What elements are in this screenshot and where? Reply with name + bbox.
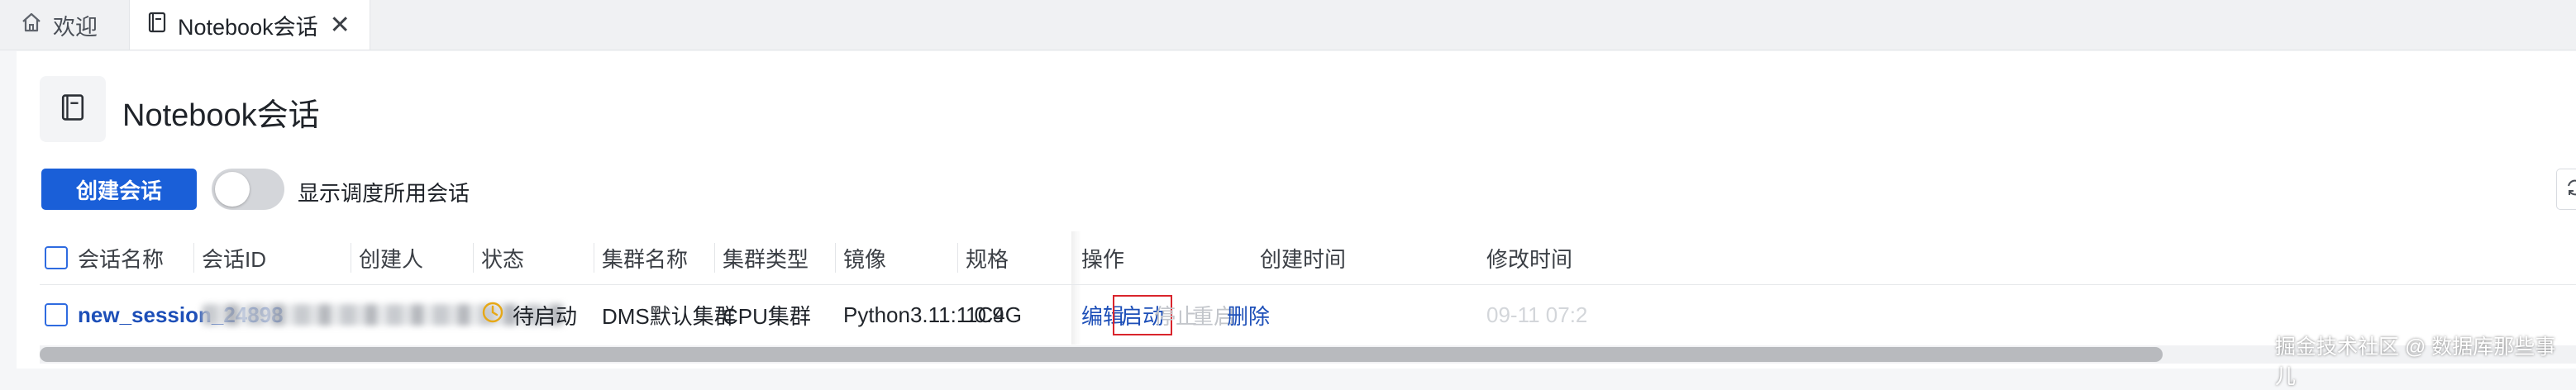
- column-separator: [473, 243, 474, 273]
- status-text: 待启动: [513, 300, 577, 331]
- show-scheduled-sessions-toggle[interactable]: [212, 169, 284, 210]
- close-icon[interactable]: ✕: [330, 11, 351, 40]
- horizontal-scrollbar[interactable]: [40, 345, 2576, 364]
- tab-notebook-sessions[interactable]: Notebook会话 ✕: [129, 0, 370, 50]
- status-cell: 待启动: [481, 285, 577, 345]
- tab-bar: 欢迎 Notebook会话 ✕: [0, 0, 2576, 50]
- notebook-icon: [59, 92, 87, 127]
- watermark: 掘金技术社区 @ 数据库那些事儿: [2275, 331, 2576, 390]
- refresh-button[interactable]: [2556, 169, 2576, 210]
- page-title: Notebook会话: [122, 89, 320, 135]
- column-header-image[interactable]: 镜像: [843, 231, 886, 284]
- column-header-actions: 操作: [1081, 231, 1124, 284]
- table-row: new_session_24898 待启动 DMS默认集群 CPU集群 Pyth…: [40, 285, 2576, 345]
- select-all-cell: [45, 231, 68, 284]
- modified-time-cell: 09-11 07:2: [1486, 285, 1587, 345]
- cluster-type-cell: CPU集群: [723, 285, 811, 345]
- column-separator: [714, 243, 715, 273]
- refresh-icon: [2564, 177, 2576, 202]
- spec-cell: 1C4G: [966, 285, 1022, 345]
- row-select-cell: [45, 285, 68, 345]
- table-header: 会话名称 会话ID 创建人 状态 集群名称 集群类型 镜像 规格 创建时间 修改…: [40, 231, 2576, 285]
- content-panel: Notebook会话 创建会话 显示调度所用会话 会话名称 会话ID 创建人 状…: [17, 51, 2576, 369]
- column-header-created-time: 创建时间: [1260, 231, 1346, 284]
- stop-button[interactable]: 停止: [1154, 285, 1197, 345]
- column-separator: [193, 243, 194, 273]
- fixed-column-shadow: [1071, 231, 1081, 284]
- column-header-session-id[interactable]: 会话ID: [202, 231, 266, 284]
- column-header-session-name[interactable]: 会话名称: [78, 231, 164, 284]
- clock-icon: [481, 301, 504, 330]
- column-header-cluster-type[interactable]: 集群类型: [723, 231, 809, 284]
- toggle-label: 显示调度所用会话: [298, 177, 470, 207]
- tab-welcome[interactable]: 欢迎: [20, 0, 124, 50]
- column-header-spec[interactable]: 规格: [966, 231, 1009, 284]
- column-header-cluster-name[interactable]: 集群名称: [602, 231, 688, 284]
- notebook-icon: [146, 11, 168, 40]
- column-header-creator[interactable]: 创建人: [359, 231, 423, 284]
- row-checkbox[interactable]: [45, 303, 68, 326]
- tab-welcome-label: 欢迎: [53, 9, 98, 41]
- column-header-modified-time: 修改时间: [1486, 231, 1572, 284]
- delete-button[interactable]: 删除: [1227, 285, 1270, 345]
- scrollbar-thumb[interactable]: [40, 347, 2163, 362]
- home-icon: [20, 11, 43, 40]
- column-header-status[interactable]: 状态: [481, 231, 524, 284]
- page-title-icon-box: [40, 76, 106, 142]
- create-session-button[interactable]: 创建会话: [41, 169, 197, 210]
- tab-notebook-label: Notebook会话: [178, 9, 318, 41]
- column-separator: [835, 243, 836, 273]
- column-separator: [957, 243, 958, 273]
- fixed-column-shadow: [1071, 285, 1081, 345]
- toggle-knob: [215, 172, 250, 207]
- cluster-name-cell: DMS默认集群: [602, 285, 736, 345]
- select-all-checkbox[interactable]: [45, 246, 68, 269]
